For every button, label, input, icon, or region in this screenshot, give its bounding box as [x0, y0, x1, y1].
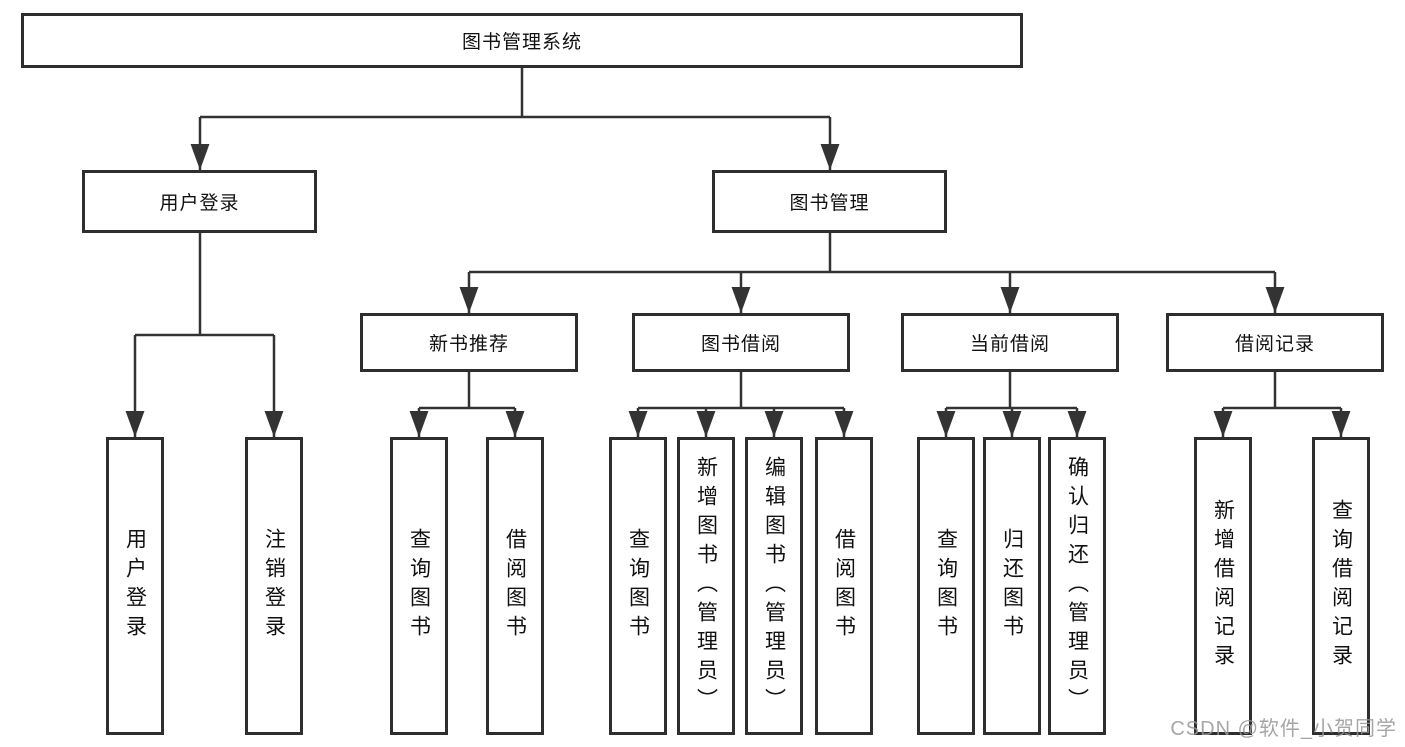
leaf-query-books-borrow-label: 查询图书 — [626, 528, 650, 644]
leaf-query-books-current: 查询图书 — [917, 437, 975, 735]
leaf-confirm-return-admin: 确认归还（管理员） — [1048, 437, 1106, 735]
leaf-add-books-admin: 新增图书（管理员） — [677, 437, 735, 735]
leaf-logout-login-label: 注销登录 — [262, 528, 286, 644]
leaf-logout-login: 注销登录 — [245, 437, 303, 735]
leaf-query-borrow-record: 查询借阅记录 — [1312, 437, 1370, 735]
node-book-management-label: 图书管理 — [789, 193, 870, 214]
leaf-borrow-books: 借阅图书 — [815, 437, 873, 735]
leaf-user-login: 用户登录 — [106, 437, 164, 735]
leaf-add-borrow-record: 新增借阅记录 — [1194, 437, 1252, 735]
leaf-add-borrow-record-label: 新增借阅记录 — [1211, 499, 1235, 673]
leaf-return-books: 归还图书 — [983, 437, 1041, 735]
watermark: CSDN @软件_小贺同学 — [1170, 718, 1397, 740]
bus-root — [200, 68, 830, 119]
bus-new-book — [419, 372, 515, 410]
leaf-query-books-borrow: 查询图书 — [609, 437, 667, 735]
bus-book-management — [469, 233, 1275, 274]
node-new-book-recommend: 新书推荐 — [360, 313, 578, 372]
leaf-query-borrow-record-label: 查询借阅记录 — [1329, 499, 1353, 673]
node-user-login-label: 用户登录 — [159, 193, 240, 214]
node-book-borrow: 图书借阅 — [632, 313, 850, 372]
leaf-return-books-label: 归还图书 — [1000, 528, 1024, 644]
leaf-edit-books-admin: 编辑图书（管理员） — [745, 437, 803, 735]
node-borrow-record-label: 借阅记录 — [1234, 334, 1315, 355]
node-root-label: 图书管理系统 — [461, 32, 582, 53]
node-root: 图书管理系统 — [21, 13, 1023, 68]
leaf-query-books-recommend-label: 查询图书 — [407, 528, 431, 644]
node-borrow-record: 借阅记录 — [1166, 313, 1384, 372]
node-user-login: 用户登录 — [82, 170, 317, 233]
leaf-edit-books-admin-label: 编辑图书（管理员） — [762, 455, 786, 717]
leaf-add-books-admin-label: 新增图书（管理员） — [694, 455, 718, 717]
leaf-borrow-books-recommend: 借阅图书 — [486, 437, 544, 735]
node-new-book-recommend-label: 新书推荐 — [428, 334, 509, 355]
node-current-borrow-label: 当前借阅 — [969, 334, 1050, 355]
node-current-borrow: 当前借阅 — [901, 313, 1119, 372]
leaf-borrow-books-recommend-label: 借阅图书 — [503, 528, 527, 644]
bus-user-login — [135, 233, 274, 337]
bus-borrow-record — [1223, 372, 1341, 410]
leaf-query-books-current-label: 查询图书 — [934, 528, 958, 644]
leaf-confirm-return-admin-label: 确认归还（管理员） — [1065, 455, 1089, 717]
leaf-query-books-recommend: 查询图书 — [390, 437, 448, 735]
bus-current-borrow — [946, 372, 1077, 410]
node-book-borrow-label: 图书借阅 — [700, 334, 781, 355]
leaf-user-login-label: 用户登录 — [123, 528, 147, 644]
node-book-management: 图书管理 — [712, 170, 947, 233]
bus-book-borrow — [638, 372, 844, 410]
leaf-borrow-books-label: 借阅图书 — [832, 528, 856, 644]
